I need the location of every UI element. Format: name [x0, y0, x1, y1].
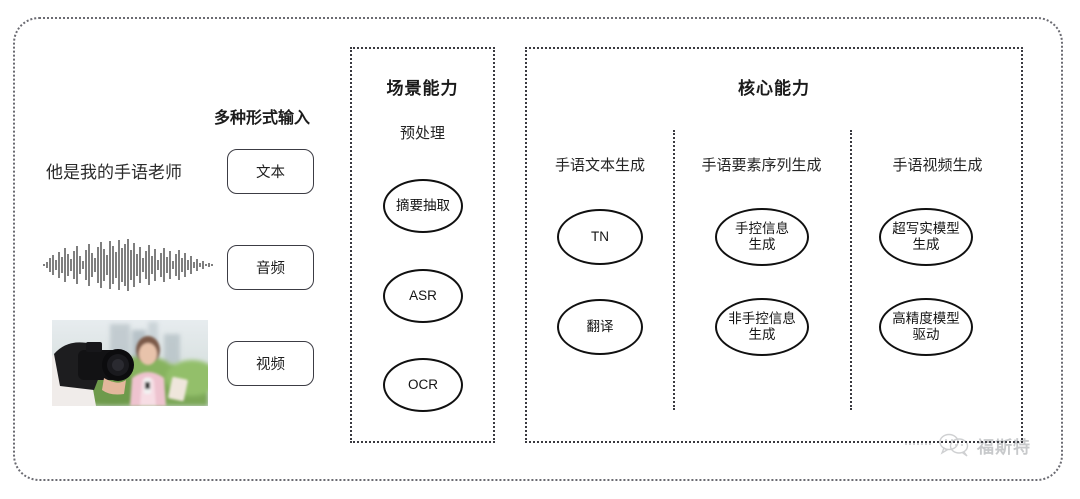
core-column-header-elements: 手语要素序列生成: [701, 157, 822, 174]
video-thumbnail-svg: [52, 320, 208, 406]
core-capability-panel: 核心能力 手语文本生成 TN 翻译 手语要素序列生成 手控信息 生成 非手控信息…: [525, 47, 1023, 443]
scene-node-asr[interactable]: ASR: [383, 269, 463, 323]
watermark: 福斯特: [905, 432, 1031, 458]
core-column-header-text: 手语文本生成: [554, 157, 645, 174]
watermark-text: 福斯特: [977, 437, 1031, 457]
waveform-svg: [43, 239, 213, 291]
scene-node-ocr[interactable]: OCR: [383, 358, 463, 412]
scene-panel-title: 场景能力: [386, 79, 459, 98]
modality-box-audio[interactable]: 音频: [227, 245, 314, 290]
scene-node-summary[interactable]: 摘要抽取: [383, 179, 463, 233]
wechat-bubbles-icon: [939, 433, 969, 457]
core-panel-title: 核心能力: [738, 79, 810, 98]
core-divider-1: [673, 130, 675, 410]
core-node-translate[interactable]: 翻译: [557, 299, 643, 355]
watermark-dots: [905, 443, 931, 447]
core-node-photoreal-model[interactable]: 超写实模型 生成: [879, 208, 973, 266]
sample-sentence-text: 他是我的手语老师: [46, 163, 182, 182]
core-column-header-video: 手语视频生成: [892, 157, 983, 174]
inputs-section-label: 多种形式输入: [214, 110, 311, 127]
outer-frame: [13, 17, 1063, 481]
modality-box-text[interactable]: 文本: [227, 149, 314, 194]
scene-capability-panel: 场景能力 预处理 摘要抽取 ASR OCR: [350, 47, 495, 443]
video-thumbnail-icon: [52, 320, 208, 406]
core-node-nonmanual-info[interactable]: 非手控信息 生成: [715, 298, 809, 356]
core-node-highprecision-drive[interactable]: 高精度模型 驱动: [879, 298, 973, 356]
core-divider-2: [850, 130, 852, 410]
scene-subtitle: 预处理: [399, 125, 445, 142]
core-node-tn[interactable]: TN: [557, 209, 643, 265]
modality-box-video[interactable]: 视频: [227, 341, 314, 386]
core-node-manual-info[interactable]: 手控信息 生成: [715, 208, 809, 266]
waveform-icon: [42, 238, 214, 292]
